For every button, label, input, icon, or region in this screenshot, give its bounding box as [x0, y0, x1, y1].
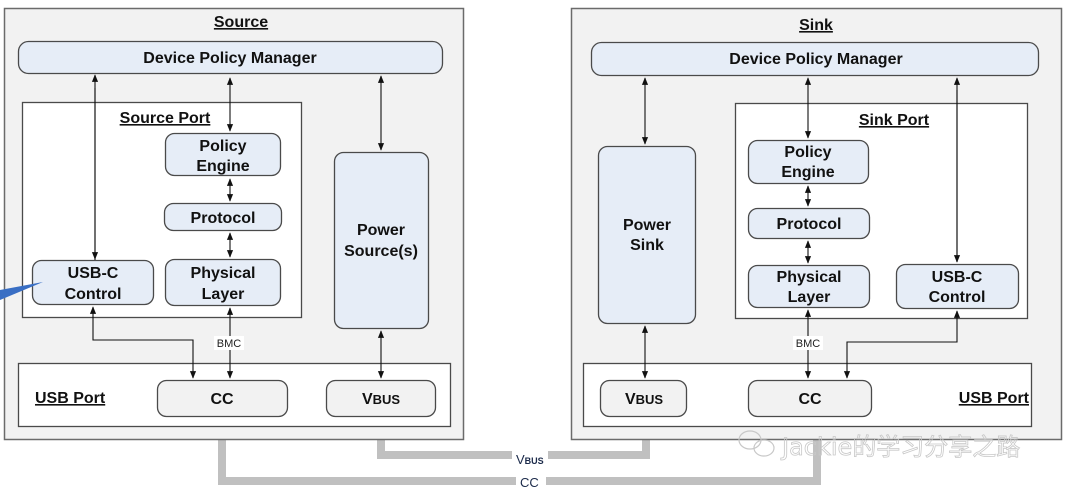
source-physical-layer-block[interactable]	[164, 258, 282, 307]
sink-policy-engine-block[interactable]	[747, 139, 870, 185]
source-physical-layer-label-1: Physical	[191, 265, 256, 282]
sink-device: Sink Device Policy Manager Power Sink Si…	[570, 7, 1063, 441]
sink-usbc-control-label-1: USB-C	[932, 269, 983, 286]
sink-dpm-block[interactable]	[590, 41, 1040, 77]
source-usbc-control-label-2: Control	[65, 286, 122, 303]
sink-dpm-label: Device Policy Manager	[729, 51, 902, 68]
source-bmc-label: BMC	[217, 338, 242, 350]
source-cc-label: CC	[210, 391, 234, 408]
source-power-block[interactable]	[333, 151, 430, 330]
watermark: Jackie的学习分享之路	[738, 430, 1021, 461]
source-dpm-label: Device Policy Manager	[143, 50, 316, 67]
sink-physical-layer-label-1: Physical	[777, 269, 842, 286]
sink-bmc-label: BMC	[796, 338, 821, 350]
sink-physical-layer-label-2: Layer	[788, 289, 831, 306]
sink-usbc-control-label-2: Control	[929, 289, 986, 306]
source-policy-engine-label-1: Policy	[199, 138, 246, 155]
wechat-icon	[738, 430, 775, 457]
source-protocol-label: Protocol	[191, 210, 256, 227]
source-policy-engine-block[interactable]	[164, 132, 282, 177]
sink-protocol-label: Protocol	[777, 216, 842, 233]
watermark-text: Jackie的学习分享之路	[780, 433, 1020, 461]
sink-physical-layer-block[interactable]	[747, 264, 871, 309]
source-usb-port-title: USB Port	[35, 390, 106, 407]
callout-pointer	[0, 282, 43, 300]
sink-usbc-control-block[interactable]	[895, 263, 1020, 310]
sink-usb-port-title: USB Port	[959, 390, 1030, 407]
source-port-title: Source Port	[120, 110, 211, 127]
source-physical-layer-label-2: Layer	[202, 286, 245, 303]
sink-power-label-1: Power	[623, 217, 671, 234]
source-device: Source Device Policy Manager Source Port…	[0, 7, 465, 441]
vbus-cable-label: VBUS	[516, 452, 544, 467]
sink-vbus-block[interactable]	[599, 379, 688, 418]
source-usbc-control-label-1: USB-C	[68, 265, 119, 282]
source-vbus-label: VBUS	[362, 391, 400, 408]
sink-cc-block[interactable]	[747, 379, 873, 418]
sink-arrows	[641, 77, 961, 379]
source-policy-engine-label-2: Engine	[196, 158, 249, 175]
sink-protocol-block[interactable]	[747, 207, 871, 240]
sink-cc-label: CC	[798, 391, 822, 408]
source-power-label-2: Source(s)	[344, 243, 418, 260]
source-power-label-1: Power	[357, 222, 405, 239]
sink-title: Sink	[799, 17, 833, 34]
source-vbus-block[interactable]	[325, 379, 437, 418]
sink-power-block[interactable]	[597, 145, 697, 325]
source-cc-block[interactable]	[156, 379, 289, 418]
sink-policy-engine-label-1: Policy	[784, 144, 831, 161]
sink-vbus-label: VBUS	[625, 391, 663, 408]
cc-cable-label: CC	[520, 475, 539, 490]
source-title: Source	[214, 14, 268, 31]
source-dpm-block[interactable]	[17, 40, 444, 75]
sink-port-title: Sink Port	[859, 112, 930, 129]
sink-power-label-2: Sink	[630, 237, 664, 254]
source-arrows	[89, 74, 385, 379]
sink-policy-engine-label-2: Engine	[781, 164, 834, 181]
source-usbc-control-block[interactable]	[31, 259, 155, 306]
source-protocol-block[interactable]	[163, 202, 283, 232]
